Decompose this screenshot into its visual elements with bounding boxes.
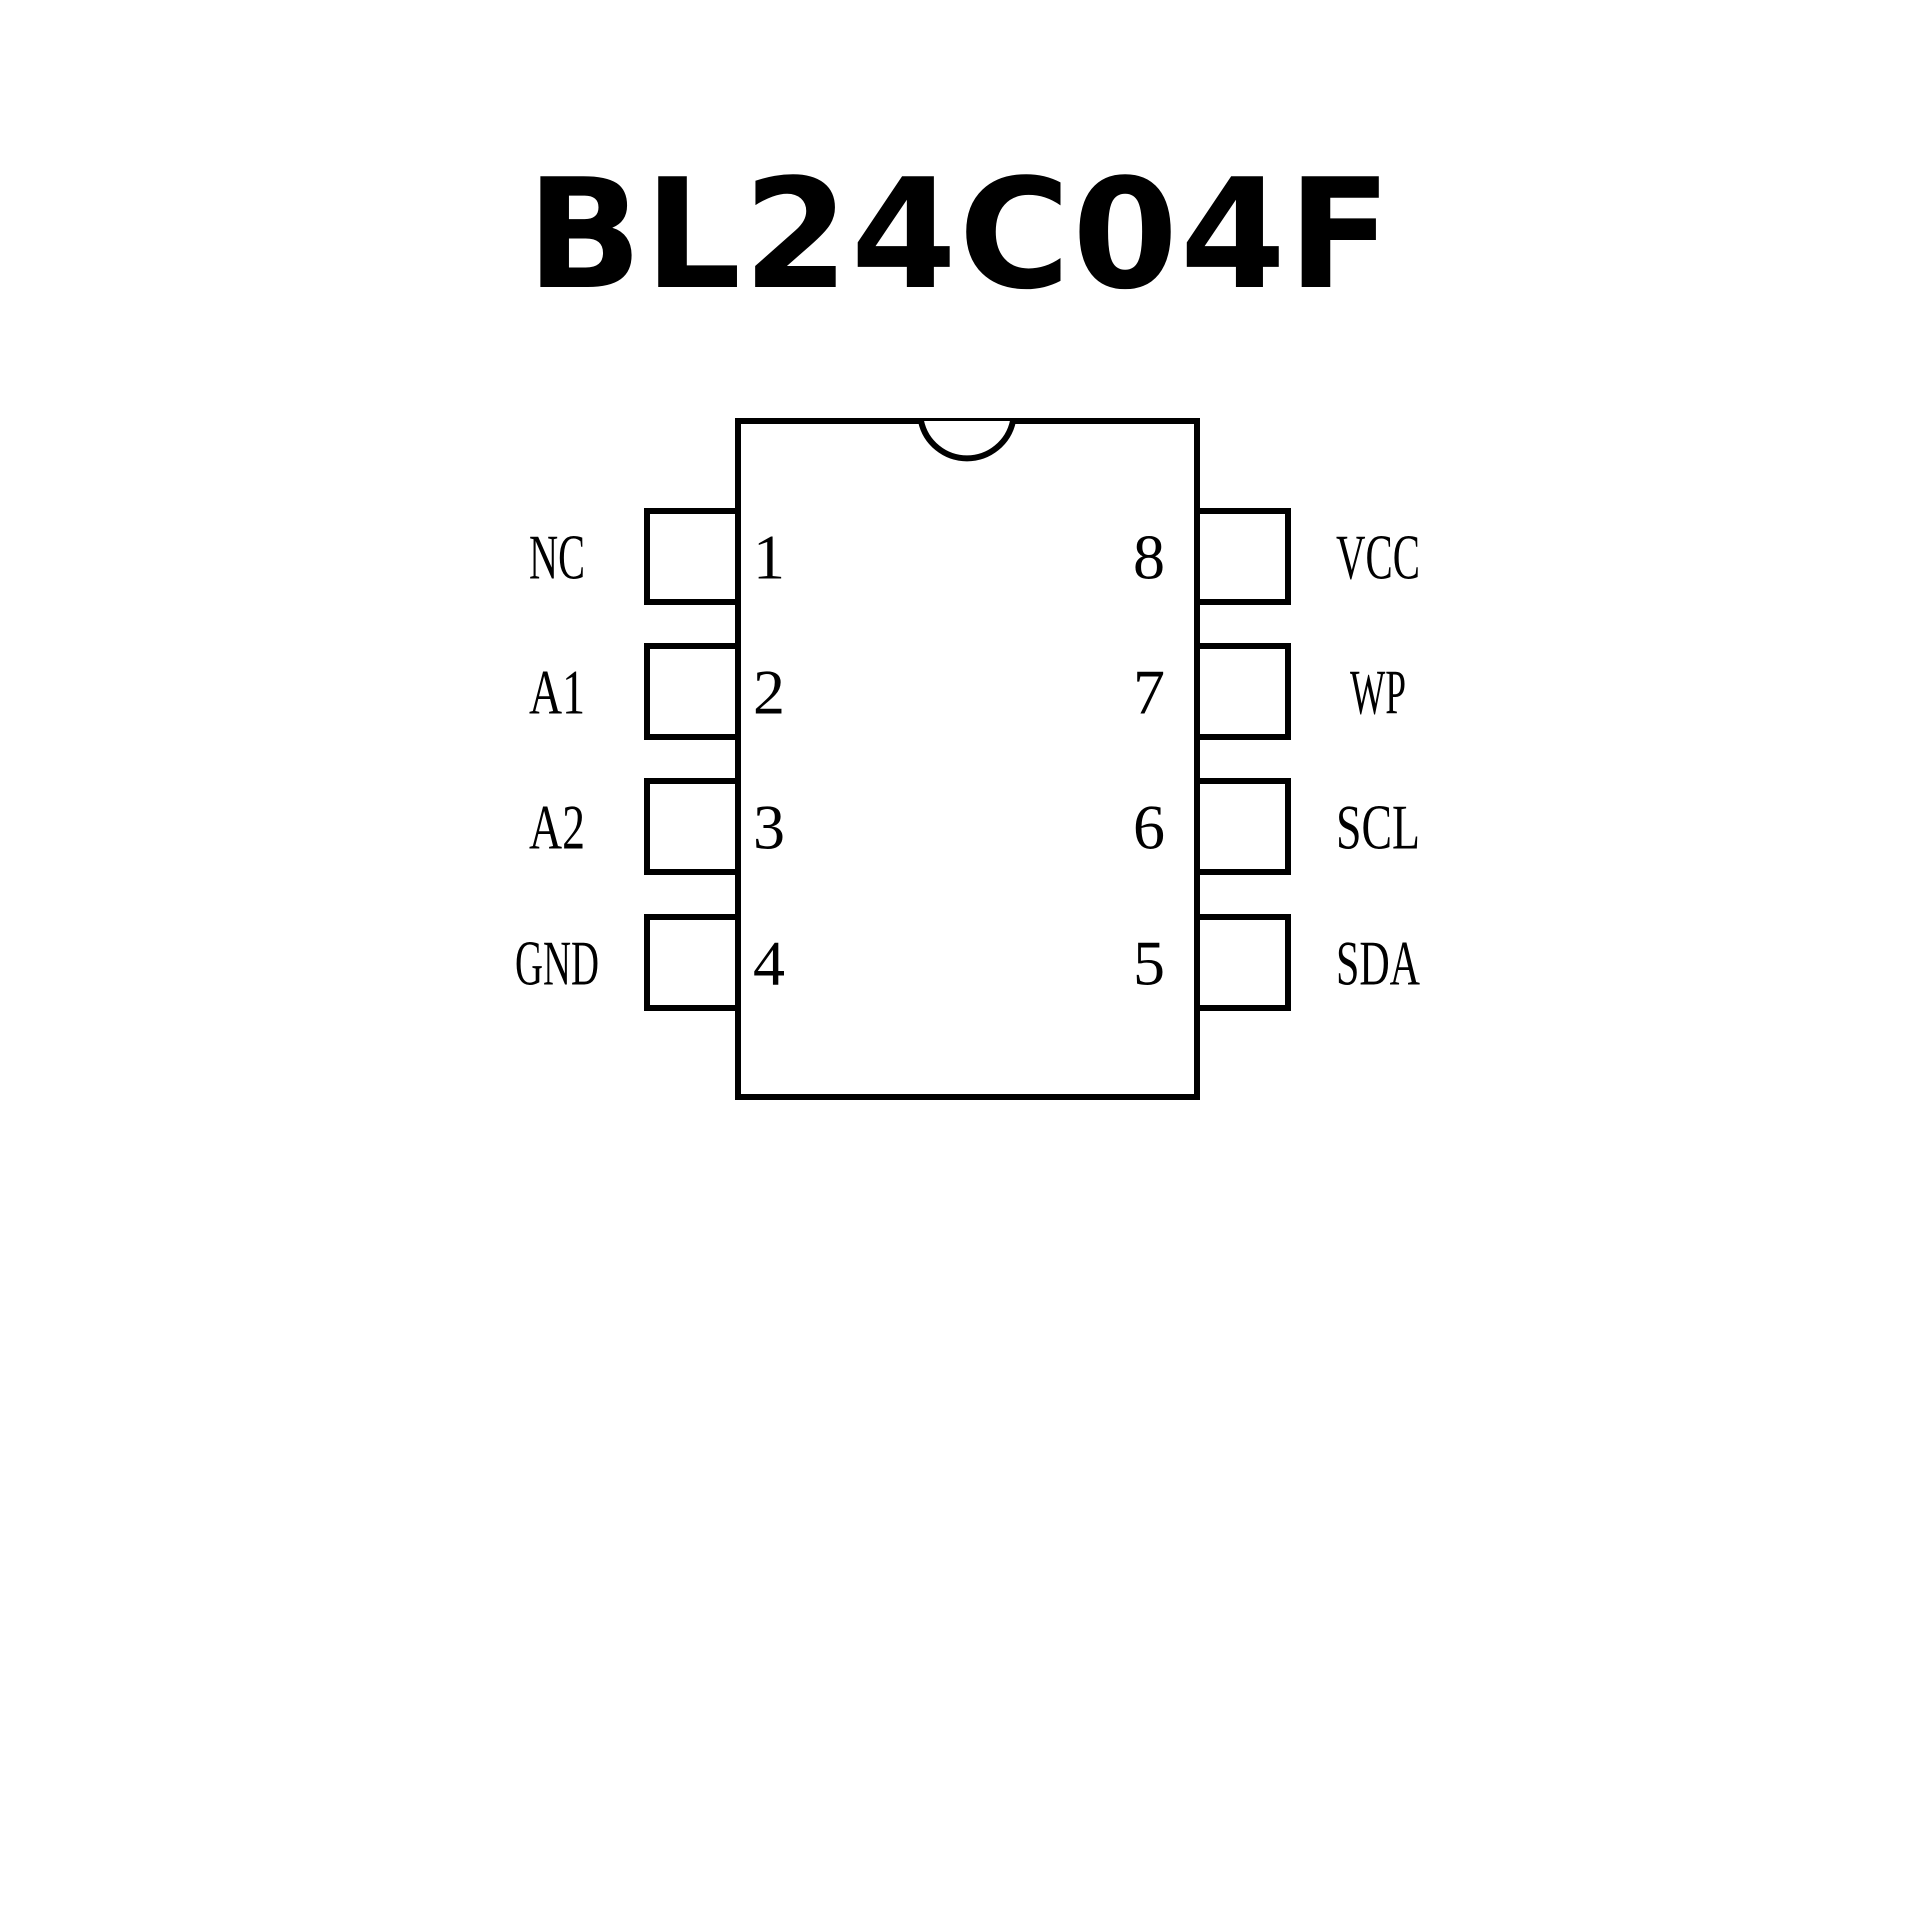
pin-6-lead — [1197, 778, 1291, 875]
pin-number: 3 — [753, 792, 785, 863]
pin-7-lead — [1197, 643, 1291, 740]
pin-name: A2 — [529, 792, 585, 863]
pin-name: SDA — [1336, 928, 1420, 999]
pin-name: A1 — [529, 657, 585, 728]
pin1-notch — [918, 420, 1016, 462]
pin-2-lead — [644, 643, 738, 740]
pin-number: 2 — [753, 657, 785, 728]
pin-name: VCC — [1336, 522, 1420, 593]
pin-number: 7 — [1133, 657, 1165, 728]
pin-number: 4 — [753, 928, 785, 999]
pin-name: GND — [515, 928, 599, 999]
pin-8-lead — [1197, 508, 1291, 605]
pin-number: 8 — [1133, 522, 1165, 593]
chip-body — [735, 418, 1200, 1100]
pin-number: 6 — [1133, 792, 1165, 863]
pin-name: NC — [529, 522, 585, 593]
pin-1-lead — [644, 508, 738, 605]
pin-name: WP — [1350, 657, 1406, 728]
pin-5-lead — [1197, 914, 1291, 1011]
pin-number: 1 — [753, 522, 785, 593]
chip-title: BL24C04F — [526, 146, 1394, 323]
pin-number: 5 — [1133, 928, 1165, 999]
pin-3-lead — [644, 778, 738, 875]
pin-name: SCL — [1336, 792, 1420, 863]
pin-4-lead — [644, 914, 738, 1011]
